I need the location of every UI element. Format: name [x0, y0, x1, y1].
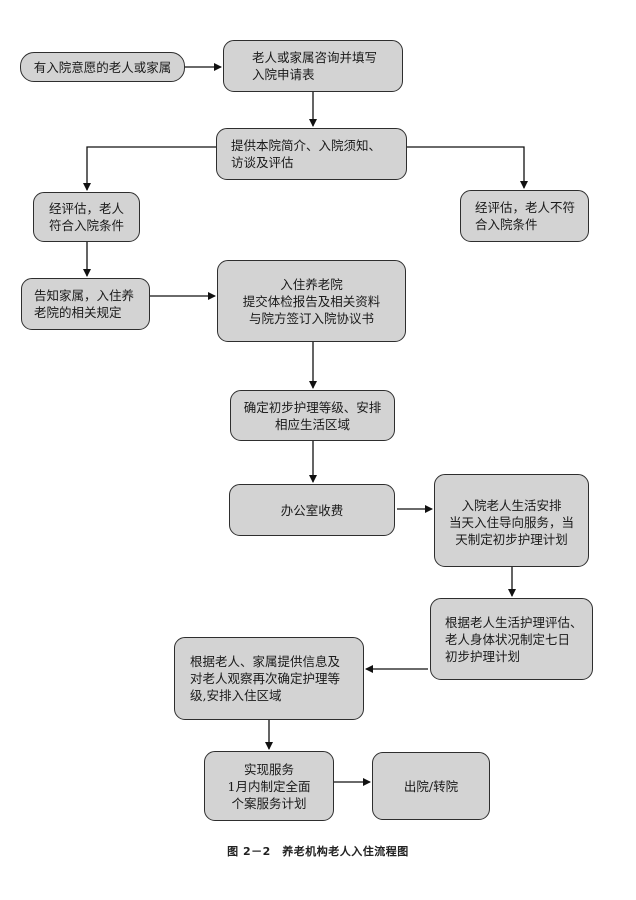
node-intro-and-assessment: 提供本院简介、入院须知、 访谈及评估	[216, 128, 407, 180]
node-label: 出院/转院	[403, 778, 459, 794]
node-reconfirm-care-level: 根据老人、家属提供信息及 对老人观察再次确定护理等 级,安排入住区域	[174, 637, 364, 720]
node-discharge-transfer: 出院/转院	[372, 752, 490, 820]
node-admission: 入住养老院 提交体检报告及相关资料 与院方签订入院协议书	[217, 260, 406, 342]
node-inform-family: 告知家属，入住养 老院的相关规定	[21, 278, 150, 330]
node-label: 经评估，老人不符 合入院条件	[475, 200, 576, 232]
node-seven-day-plan: 根据老人生活护理评估、 老人身体状况制定七日 初步护理计划	[430, 598, 593, 680]
node-elderly-or-family: 有入院意愿的老人或家属	[20, 52, 185, 82]
node-consult-and-apply: 老人或家属咨询并填写 入院申请表	[223, 40, 403, 92]
node-not-eligible: 经评估，老人不符 合入院条件	[460, 190, 589, 242]
node-label: 有入院意愿的老人或家属	[33, 59, 172, 75]
node-label: 根据老人、家属提供信息及 对老人观察再次确定护理等 级,安排入住区域	[190, 654, 341, 703]
node-eligible: 经评估，老人 符合入院条件	[33, 192, 140, 242]
node-label: 实现服务 1月内制定全面 个案服务计划	[227, 761, 311, 811]
node-initial-care-level: 确定初步护理等级、安排 相应生活区域	[230, 390, 395, 441]
node-office-payment: 办公室收费	[229, 484, 395, 536]
node-label: 入院老人生活安排 当天入住导向服务，当 天制定初步护理计划	[448, 498, 574, 547]
node-label: 根据老人生活护理评估、 老人身体状况制定七日 初步护理计划	[445, 614, 583, 664]
node-label: 入住养老院 提交体检报告及相关资料 与院方签订入院协议书	[242, 276, 381, 326]
node-service-plan: 实现服务 1月内制定全面 个案服务计划	[204, 751, 334, 821]
node-label: 告知家属，入住养 老院的相关规定	[34, 288, 135, 320]
edge-n3-n4	[83, 146, 216, 191]
node-label: 经评估，老人 符合入院条件	[48, 201, 124, 233]
figure-caption: 图 2－2 养老机构老人入住流程图	[227, 845, 409, 858]
edge-n3-n5	[407, 146, 528, 189]
node-living-arrangement: 入院老人生活安排 当天入住导向服务，当 天制定初步护理计划	[434, 474, 589, 567]
node-label: 办公室收费	[280, 502, 344, 518]
node-label: 提供本院简介、入院须知、 访谈及评估	[231, 138, 382, 170]
node-label: 老人或家属咨询并填写 入院申请表	[252, 50, 378, 82]
node-label: 确定初步护理等级、安排 相应生活区域	[243, 399, 382, 432]
